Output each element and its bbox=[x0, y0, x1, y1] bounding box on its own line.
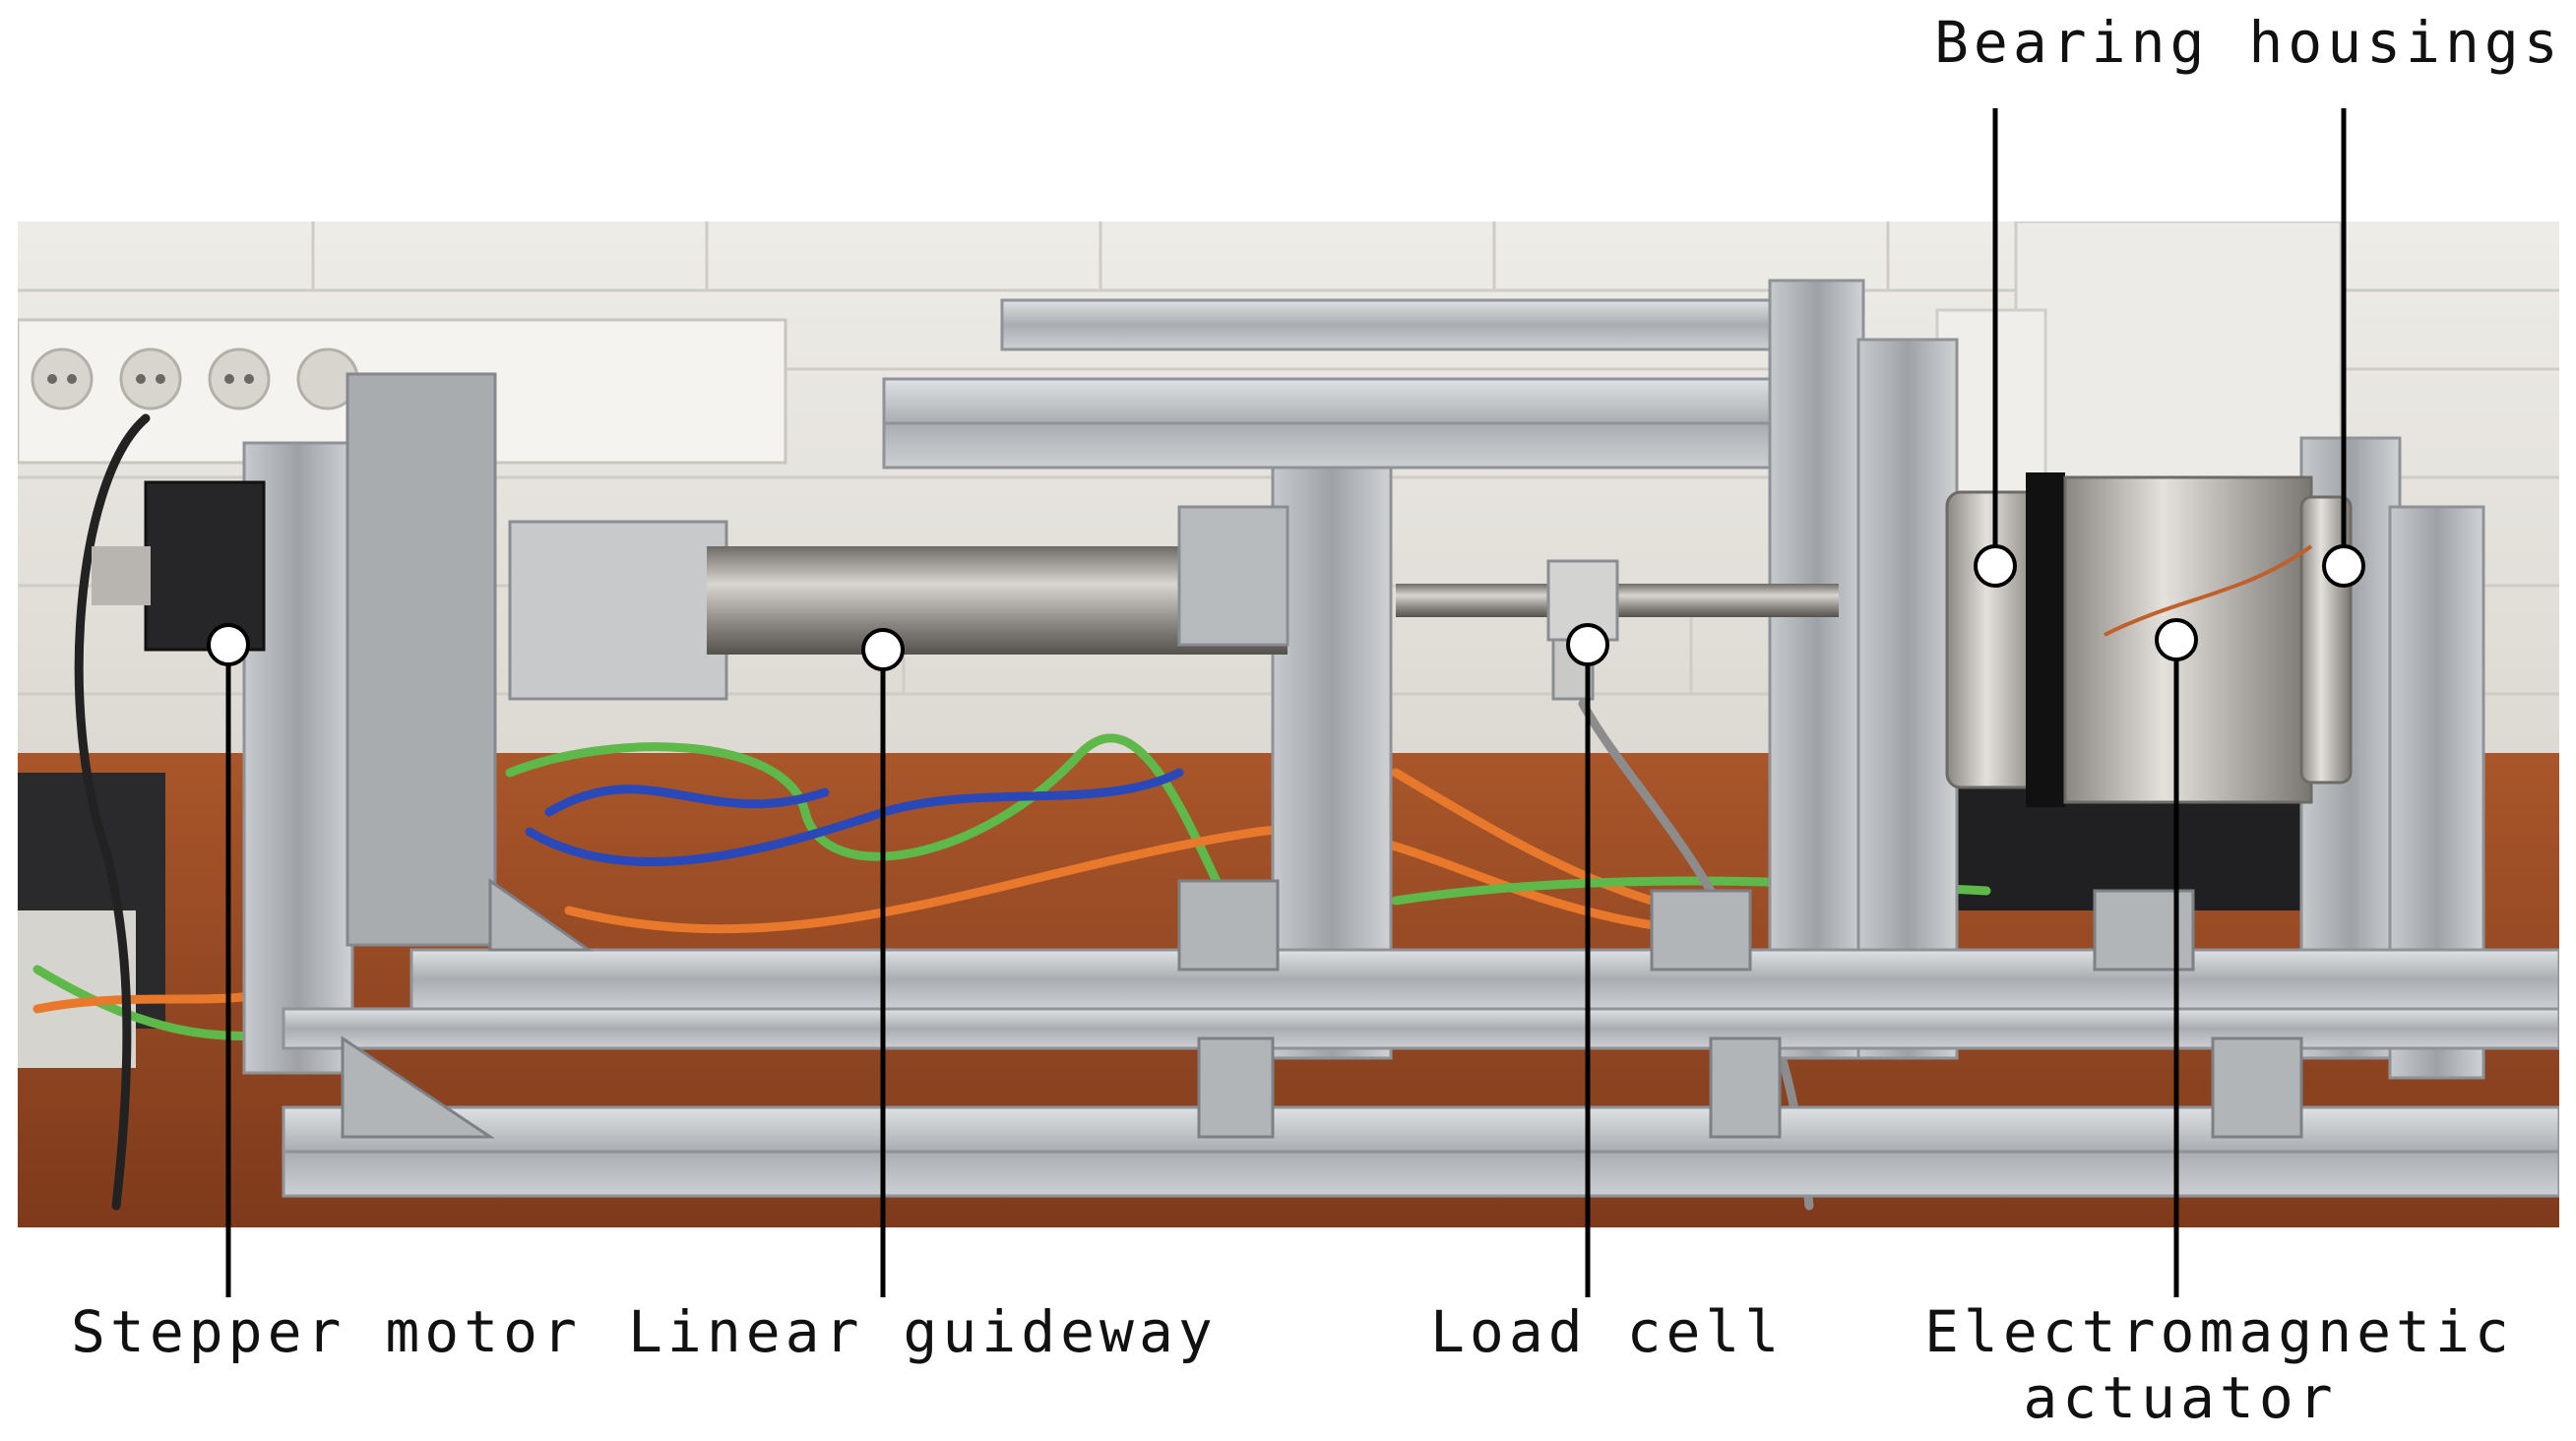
label-electromagnetic-actuator: Electromagnetic actuator bbox=[1924, 1298, 2514, 1431]
label-load-cell: Load cell bbox=[1430, 1298, 1785, 1365]
label-stepper-motor: Stepper motor bbox=[71, 1298, 582, 1365]
test-rig-photo bbox=[18, 221, 2559, 1227]
label-linear-guideway: Linear guideway bbox=[628, 1298, 1218, 1365]
label-electromagnetic-actuator-line2: actuator bbox=[2023, 1363, 2338, 1431]
label-electromagnetic-actuator-line1: Electromagnetic bbox=[1924, 1298, 2514, 1365]
label-bearing-housings: Bearing housings bbox=[1934, 9, 2563, 76]
